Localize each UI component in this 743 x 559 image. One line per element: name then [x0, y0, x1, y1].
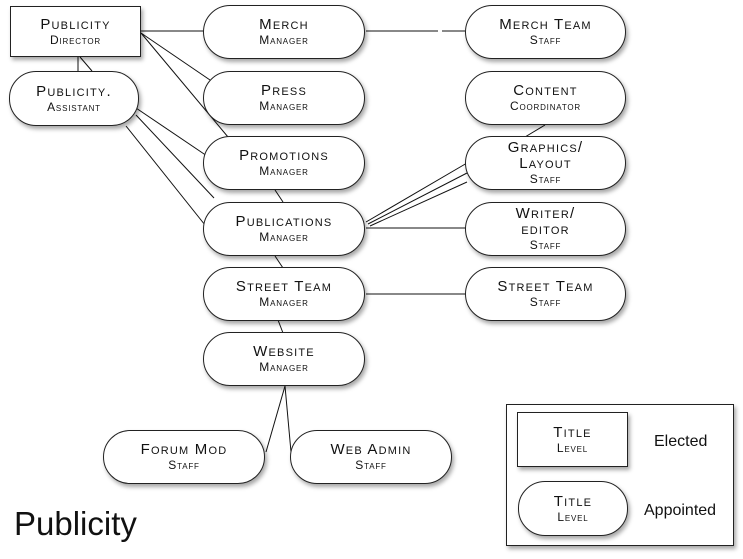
node-title: Publicity: [40, 15, 111, 33]
node-level: Staff: [168, 458, 200, 472]
node-promotions-manager: Promotions Manager: [203, 136, 365, 190]
node-graphics-layout-staff: Graphics/ Layout Staff: [465, 136, 626, 190]
node-street-team-staff: Street Team Staff: [465, 267, 626, 321]
line-assistant-publications-2: [125, 125, 206, 226]
node-writer-editor-staff: Writer/ editor Staff: [465, 202, 626, 256]
legend-elected-shape: Title Level: [517, 412, 628, 467]
node-publications-manager: Publications Manager: [203, 202, 365, 256]
line-publications-street: [274, 255, 284, 269]
legend-appointed-shape: Title Level: [518, 481, 628, 536]
line-assistant-publications-1: [135, 114, 215, 199]
node-level: Staff: [529, 295, 562, 309]
node-title: Publications: [235, 213, 333, 230]
node-title-line-2: Layout: [519, 155, 572, 172]
node-title: Promotions: [239, 147, 329, 164]
node-title: Publicity.: [36, 82, 112, 100]
node-merch-manager: Merch Manager: [203, 5, 365, 59]
legend-elected-label: Elected: [654, 433, 708, 450]
node-title: Graphics/: [507, 139, 584, 156]
node-level: Coordinator: [510, 99, 581, 113]
line-publications-graphics-3: [369, 181, 468, 227]
legend-title: Title: [553, 423, 592, 441]
line-director-press: [140, 32, 211, 81]
legend-title: Title: [553, 492, 593, 510]
node-level: Assistant: [47, 99, 101, 114]
node-web-admin-staff: Web Admin Staff: [290, 430, 452, 484]
node-level: Staff: [355, 458, 387, 472]
node-level: Staff: [529, 172, 562, 186]
node-title: Web Admin: [330, 441, 412, 458]
node-website-manager: Website Manager: [203, 332, 365, 386]
node-title: Press: [261, 82, 307, 99]
node-publicity-director: Publicity Director: [10, 6, 141, 57]
line-content-graphics: [524, 124, 546, 138]
node-level: Manager: [259, 295, 309, 309]
line-publications-graphics-2: [367, 172, 468, 225]
node-forum-mod-staff: Forum Mod Staff: [103, 430, 265, 484]
node-level: Manager: [259, 360, 309, 374]
line-director-assistant-2: [79, 56, 93, 72]
line-street-website: [277, 319, 284, 334]
node-level: Manager: [259, 164, 309, 178]
node-title: Merch: [259, 16, 309, 33]
node-title: Content: [513, 82, 578, 99]
node-title-line-2: editor: [521, 221, 570, 238]
legend: Title Level Elected Title Level Appointe…: [506, 404, 734, 546]
node-merch-team-staff: Merch Team Staff: [465, 5, 626, 59]
line-website-webadmin: [284, 385, 292, 453]
line-website-forummod: [265, 385, 286, 453]
legend-level: Level: [557, 509, 589, 524]
node-title: Street Team: [497, 278, 594, 295]
node-title: Writer/: [515, 205, 576, 222]
node-level: Manager: [259, 230, 309, 244]
node-level: Director: [50, 32, 101, 47]
node-press-manager: Press Manager: [203, 71, 365, 125]
node-title: Street Team: [235, 278, 333, 295]
node-content-coordinator: Content Coordinator: [465, 71, 626, 125]
node-level: Manager: [259, 33, 309, 47]
node-title: Merch Team: [499, 16, 592, 33]
legend-level: Level: [556, 440, 589, 455]
line-promotions-publications: [274, 189, 284, 203]
node-level: Staff: [529, 33, 562, 47]
node-level: Staff: [529, 238, 562, 252]
legend-appointed-label: Appointed: [644, 502, 717, 519]
node-street-team-manager: Street Team Manager: [203, 267, 365, 321]
node-title: Website: [253, 343, 315, 360]
line-assistant-promotions: [135, 107, 211, 159]
node-level: Manager: [259, 99, 309, 113]
node-publicity-assistant: Publicity. Assistant: [9, 71, 139, 126]
diagram-caption: Publicity: [14, 505, 137, 542]
node-title: Forum Mod: [140, 441, 228, 458]
line-publications-graphics-1: [365, 162, 468, 223]
